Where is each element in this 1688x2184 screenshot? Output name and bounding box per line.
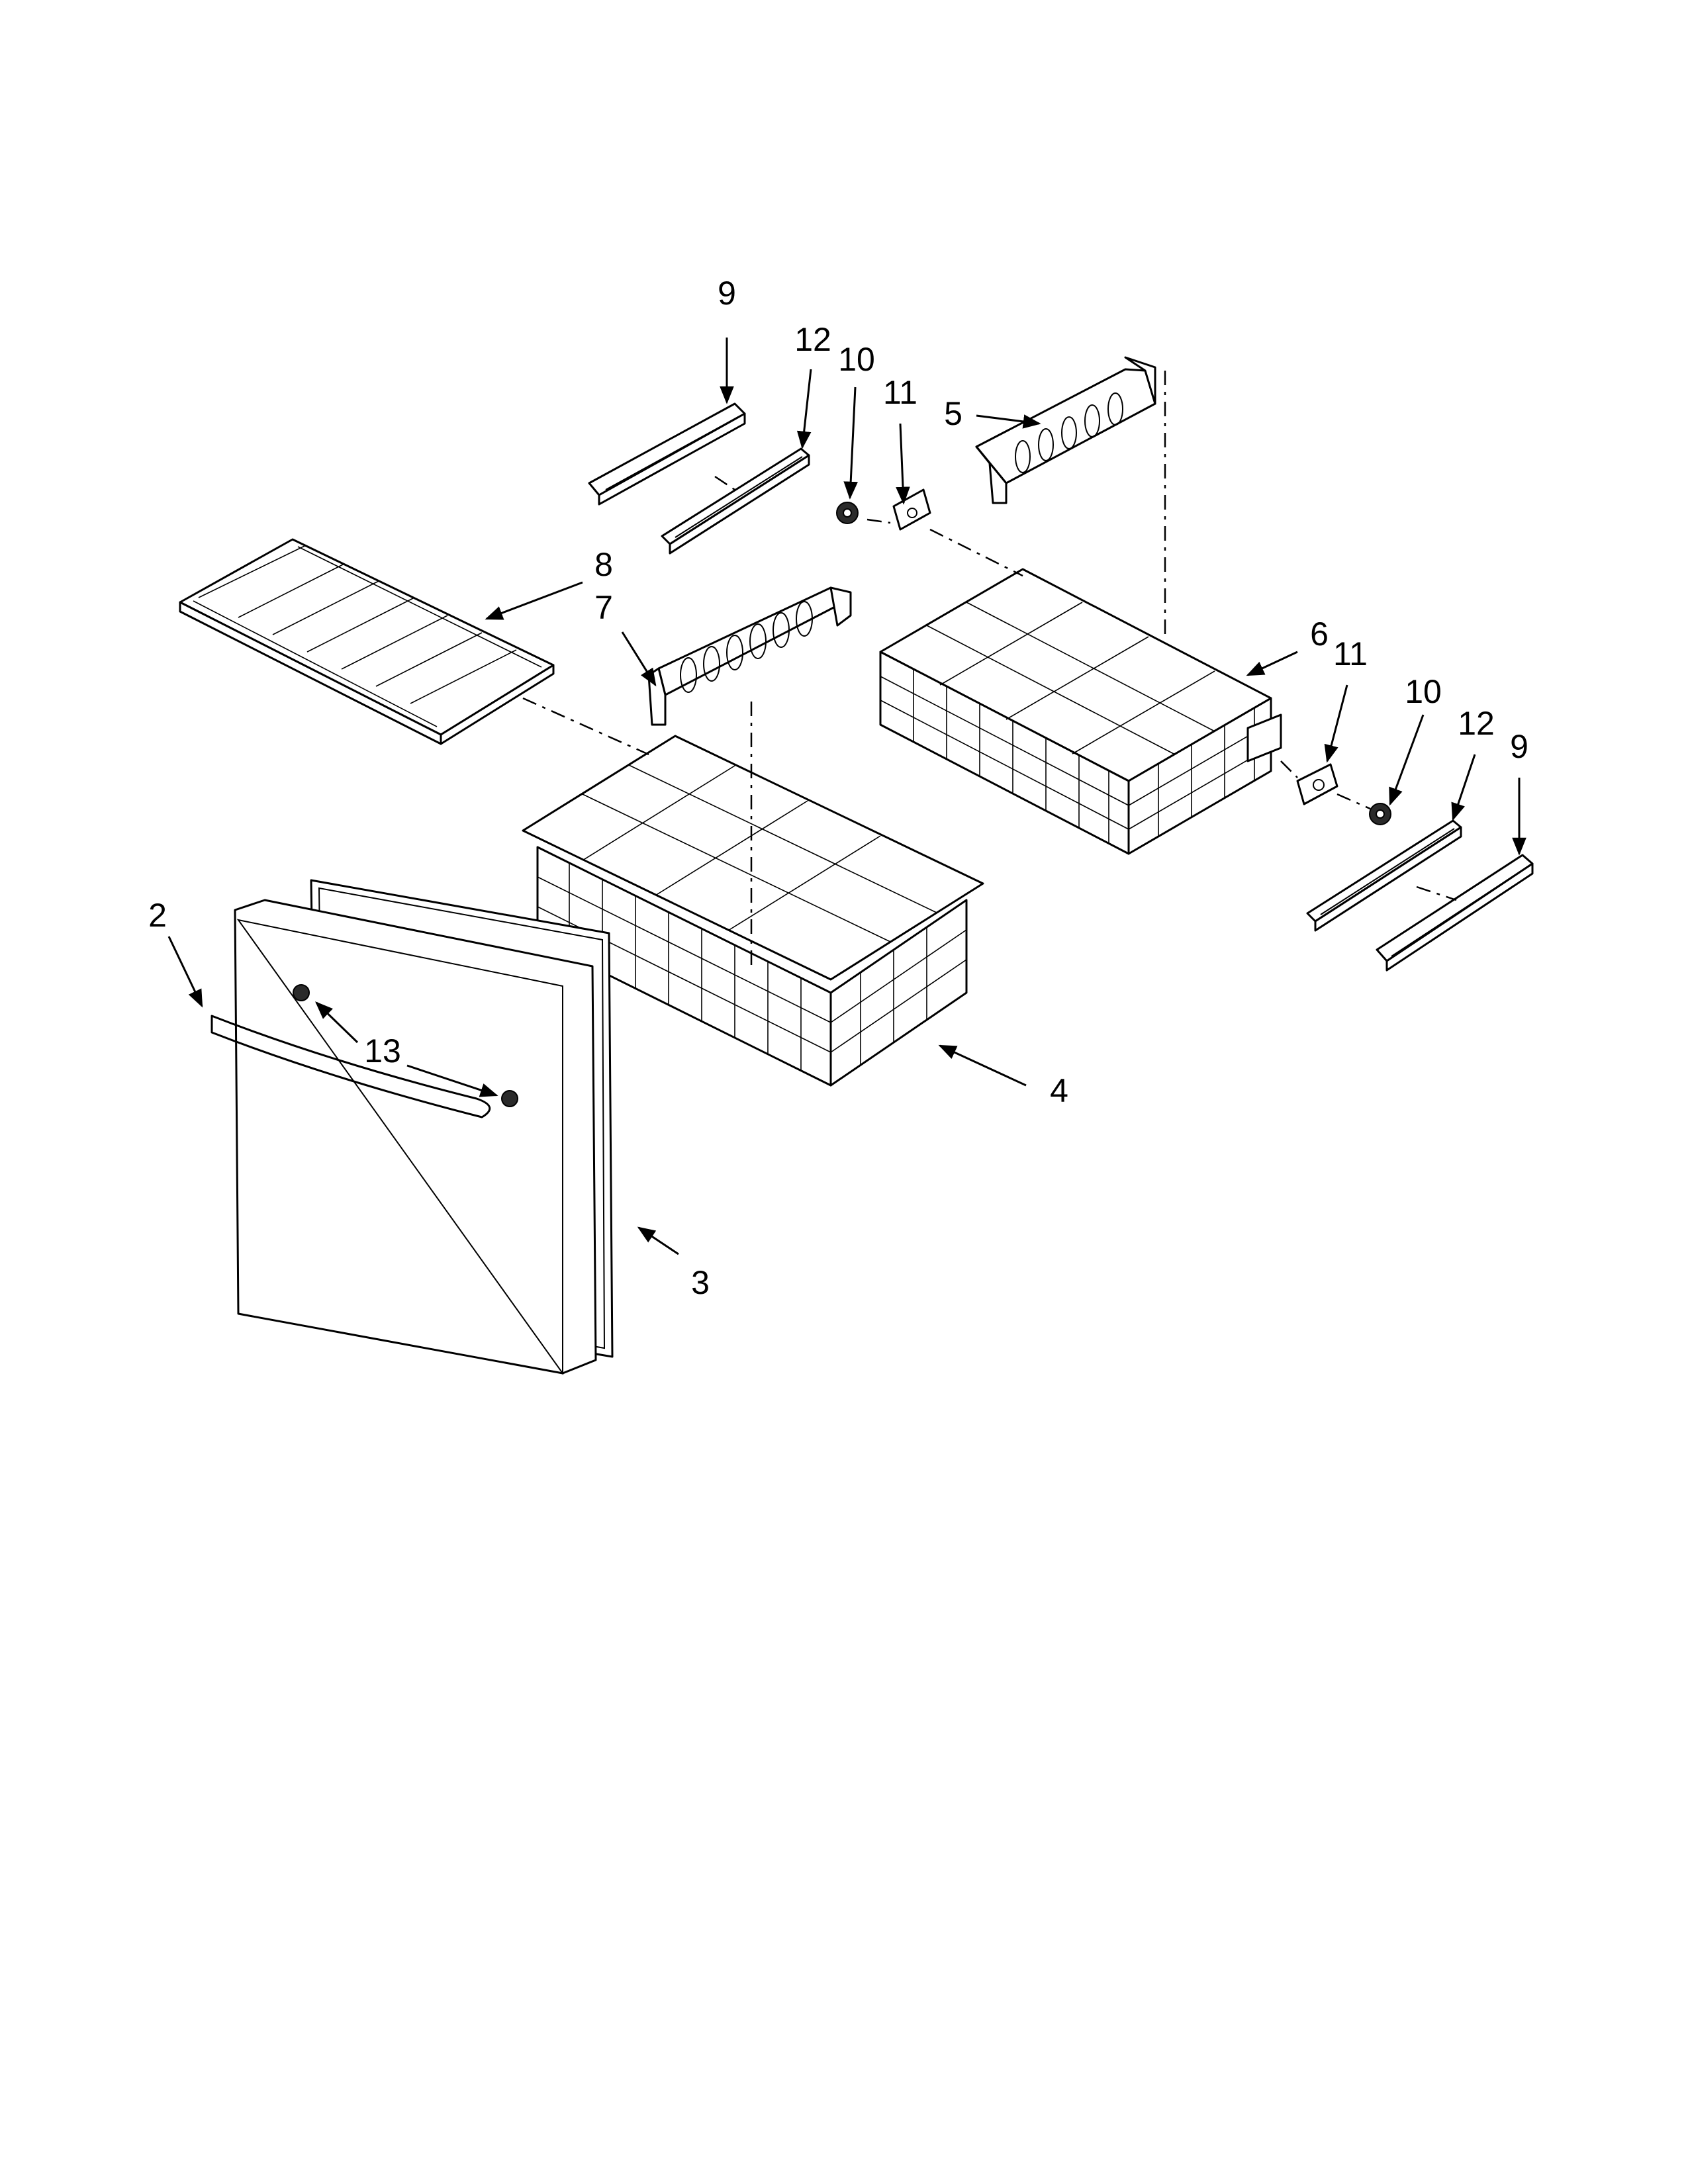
callout-labels: 9 12 10 11 5 8 7 6 11 10 12 9 2 13 4 3 [148,275,1528,1301]
callout-7: 7 [594,589,613,626]
callout-10-upper: 10 [838,341,875,378]
alignment-lines [522,371,1457,966]
drawer-front-part-2 [211,899,597,1376]
wire-shelf-part-8 [179,538,555,745]
callout-11-upper: 11 [883,374,917,411]
slide-rail-part-9-upper [588,402,746,506]
callout-5: 5 [944,395,962,432]
callout-2: 2 [148,897,167,934]
upper-wire-basket-part-6 [879,568,1282,855]
basket-divider-part-5 [975,356,1156,504]
callout-11-lower: 11 [1333,635,1368,672]
leader-arrows [167,338,1526,1255]
lower-wire-basket-part-4 [522,735,984,1087]
callout-12-lower: 12 [1458,705,1495,742]
bracket-part-11-upper [892,488,931,531]
slide-rail-part-12-upper [661,447,810,555]
callout-8: 8 [594,546,613,583]
gear-part-10-lower [1369,803,1391,825]
callout-4: 4 [1050,1072,1068,1109]
callout-12-upper: 12 [794,321,831,358]
slide-rail-part-12-lower [1306,819,1462,932]
callout-13: 13 [364,1032,401,1069]
callout-3: 3 [691,1264,710,1301]
slide-rail-part-9-lower [1376,854,1534,972]
callout-10-lower: 10 [1405,673,1442,710]
callout-9-upper: 9 [718,275,736,312]
basket-divider-part-7 [647,586,852,726]
callout-9-lower: 9 [1510,728,1528,765]
gear-part-10-upper [836,502,859,524]
callout-6: 6 [1310,615,1329,653]
bracket-part-11-lower [1296,763,1338,805]
